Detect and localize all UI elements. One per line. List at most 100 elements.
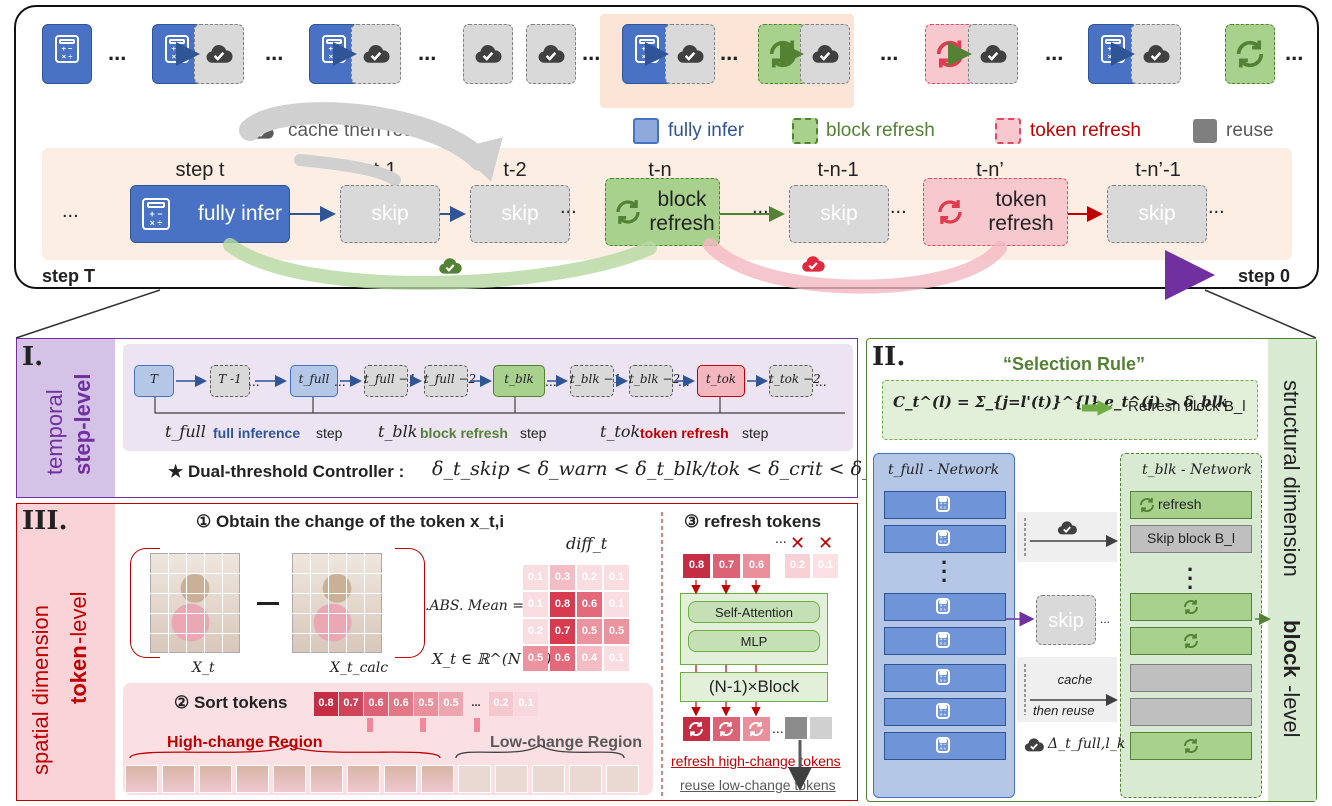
cloud-check-icon xyxy=(437,253,463,279)
grid-line xyxy=(292,633,382,634)
step-label: t-n xyxy=(648,159,672,181)
diff-cell xyxy=(550,646,575,671)
input-token-value: 0.7 xyxy=(718,559,735,571)
cloud-check-icon xyxy=(675,39,705,69)
full-block xyxy=(884,491,1006,519)
calculator-icon xyxy=(936,496,950,513)
full-block xyxy=(884,664,1006,692)
ann-tok-key: token refresh xyxy=(640,425,729,441)
calculator-icon-screen xyxy=(938,705,948,710)
calculator-icon xyxy=(936,669,950,686)
ellipsis: ... xyxy=(108,40,127,65)
token-patch xyxy=(384,765,417,793)
legend-reuse-swatch xyxy=(1193,119,1217,143)
diff-cell-value: 0.1 xyxy=(527,571,544,583)
legend-block-text: block refresh xyxy=(826,120,935,141)
ellipsis: ... xyxy=(880,40,899,65)
grid-line xyxy=(150,633,240,634)
refresh-icon xyxy=(747,720,765,738)
panel-III-side-text-3: -level xyxy=(66,591,91,644)
blk-block xyxy=(1130,593,1252,621)
sorted-token xyxy=(414,692,438,716)
step-box xyxy=(789,185,889,243)
diff-cell xyxy=(550,592,575,617)
grid-line xyxy=(364,553,365,653)
ellipsis: ... xyxy=(720,40,739,65)
timeline-node xyxy=(493,365,545,397)
diff-cell xyxy=(523,592,548,617)
calculator-keys-icon: + −× ÷ xyxy=(149,208,163,228)
domain-label: X_t ∈ ℝ^(N×D) xyxy=(432,650,552,668)
cache-strip xyxy=(1017,512,1117,562)
blk-block xyxy=(1130,525,1252,553)
full-block xyxy=(884,593,1006,621)
ann-blk-tail: step xyxy=(520,425,547,441)
ellipsis: ... xyxy=(334,373,346,389)
diff-cell xyxy=(604,619,629,644)
cloud-check-icon xyxy=(473,39,503,69)
ellipsis: ... xyxy=(265,40,284,65)
cloud-check-icon xyxy=(810,39,840,69)
skip-label: skip xyxy=(1048,610,1084,632)
step-label: t-n’-1 xyxy=(1135,159,1181,181)
step3-title: ③ refresh tokens xyxy=(684,512,822,531)
ellipsis: ... xyxy=(560,196,577,218)
step-box-text: skip xyxy=(501,202,539,225)
calculator-icon-screen xyxy=(938,498,948,503)
ellipsis: ... xyxy=(418,40,437,65)
refreshed-token xyxy=(743,717,770,741)
sorted-token-value: 0.5 xyxy=(418,697,434,709)
cache-label-2: then reuse xyxy=(1033,703,1095,718)
diff-cell-value: 0.5 xyxy=(581,625,598,637)
refresh-icon xyxy=(687,720,705,738)
diff-cell-value: 0.1 xyxy=(608,652,625,664)
full-block xyxy=(884,627,1006,655)
token-patch xyxy=(162,765,195,793)
ann-tok-tail: step xyxy=(742,425,769,441)
grid-line xyxy=(186,553,187,653)
token-patch xyxy=(125,765,158,793)
high-change-label: High-change Region xyxy=(167,734,323,751)
ellipsis: ... xyxy=(890,196,907,218)
full-block xyxy=(884,698,1006,726)
token-patch xyxy=(347,765,380,793)
diff-cell xyxy=(523,646,548,671)
ellipsis: ... xyxy=(678,373,690,389)
token-patch xyxy=(199,765,232,793)
grid-line xyxy=(168,553,169,653)
panel-II-side-text-3: -level xyxy=(1279,685,1304,738)
drop-x-icon: ✕ xyxy=(818,533,834,553)
calculator-icon-screen xyxy=(639,38,655,44)
diff-cell-value: 0.1 xyxy=(608,571,625,583)
blk-block xyxy=(1130,627,1252,655)
timeline-node xyxy=(364,365,408,397)
ellipsis: ... xyxy=(1100,612,1111,626)
cloud-check-icon xyxy=(800,251,826,277)
ellipsis: ... xyxy=(775,530,787,546)
sorted-token-value: 0.5 xyxy=(443,697,459,709)
skip-block-label: Skip block B_l xyxy=(1147,530,1235,546)
dropped-token xyxy=(813,554,838,578)
panel-I-side-text-2: step-level xyxy=(70,373,95,476)
delta-label: Δ_t_full,l_k xyxy=(1048,736,1126,752)
diff-cell-value: 0.8 xyxy=(554,598,571,610)
ellipsis: ... xyxy=(248,373,260,389)
step-0-label: step 0 xyxy=(1238,266,1291,286)
diff-cell xyxy=(577,646,602,671)
diff-cell xyxy=(523,565,548,590)
abs-mean-label: .ABS. Mean = xyxy=(425,598,525,614)
token-patch xyxy=(606,765,639,793)
refresh-icon xyxy=(1233,37,1267,71)
calculator-keys-icon: + −× ÷ xyxy=(939,741,947,752)
low-change-label: Low-change Region xyxy=(490,734,642,751)
panel-I-side xyxy=(17,339,115,497)
sorted-token xyxy=(364,692,388,716)
net-blk-label: t_blk - Network xyxy=(1142,462,1252,478)
legend-reuse-text: reuse xyxy=(1226,120,1274,141)
calculator-icon xyxy=(936,530,950,547)
cache-cloud-icon xyxy=(249,118,275,144)
diff-cell xyxy=(577,565,602,590)
timeline-node xyxy=(134,365,174,397)
diff-cell xyxy=(550,565,575,590)
